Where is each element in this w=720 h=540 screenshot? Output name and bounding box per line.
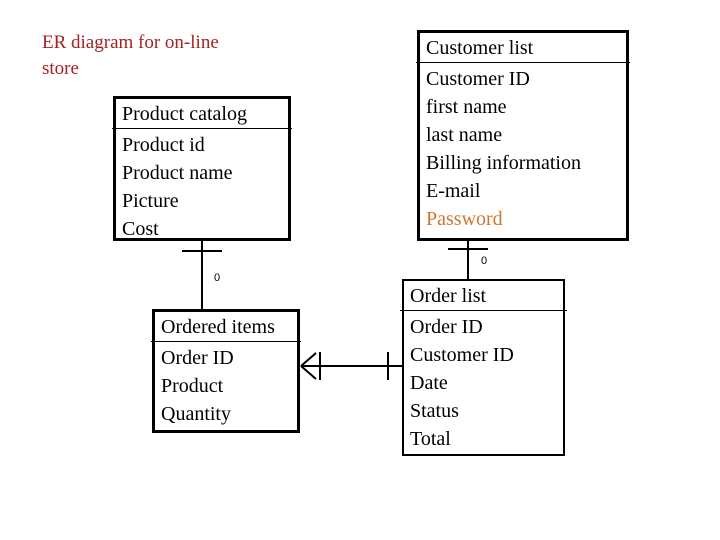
attribute-row: Quantity bbox=[161, 403, 231, 425]
cardinality-label-product-ordered: 0 bbox=[214, 272, 221, 284]
entity-title-product-catalog: Product catalog bbox=[112, 99, 292, 129]
page-title: ER diagram for on-line store bbox=[42, 32, 219, 79]
attribute-row: E-mail bbox=[426, 180, 481, 202]
attribute-row: Customer ID bbox=[426, 68, 530, 90]
entity-order-list[interactable]: Order list Order ID Customer ID Date Sta… bbox=[400, 279, 567, 456]
entity-product-catalog[interactable]: Product catalog Product id Product name … bbox=[112, 96, 292, 243]
attribute-row: Billing information bbox=[426, 152, 581, 174]
entity-ordered-items[interactable]: Ordered items Order ID Product Quantity bbox=[151, 309, 301, 433]
attribute-row: Customer ID bbox=[410, 344, 514, 366]
attribute-row: last name bbox=[426, 124, 503, 146]
attribute-row: Order ID bbox=[161, 347, 234, 369]
attribute-row: Picture bbox=[122, 190, 179, 212]
entity-customer-list[interactable]: Customer list Customer ID first name las… bbox=[416, 30, 630, 241]
attribute-row: Total bbox=[410, 428, 451, 450]
entity-attributes-product-catalog: Product id Product name Picture Cost bbox=[116, 129, 288, 243]
cardinality-label-customer-order: 0 bbox=[481, 255, 488, 267]
entity-title-customer-list: Customer list bbox=[416, 33, 630, 63]
entity-attributes-order-list: Order ID Customer ID Date Status Total bbox=[404, 311, 563, 453]
attribute-row: first name bbox=[426, 96, 507, 118]
attribute-row: Status bbox=[410, 400, 459, 422]
relationship-order-list-ordered-items bbox=[300, 352, 402, 380]
entity-attributes-customer-list: Customer ID first name last name Billing… bbox=[420, 63, 626, 233]
attribute-row: Date bbox=[410, 372, 448, 394]
attribute-row-password: Password bbox=[426, 208, 503, 230]
attribute-row: Product bbox=[161, 375, 224, 397]
attribute-row: Order ID bbox=[410, 316, 483, 338]
attribute-row: Cost bbox=[122, 218, 159, 240]
attribute-row: Product id bbox=[122, 134, 205, 156]
entity-title-ordered-items: Ordered items bbox=[151, 312, 301, 342]
entity-title-order-list: Order list bbox=[400, 281, 567, 311]
entity-attributes-ordered-items: Order ID Product Quantity bbox=[155, 342, 297, 428]
attribute-row: Product name bbox=[122, 162, 233, 184]
